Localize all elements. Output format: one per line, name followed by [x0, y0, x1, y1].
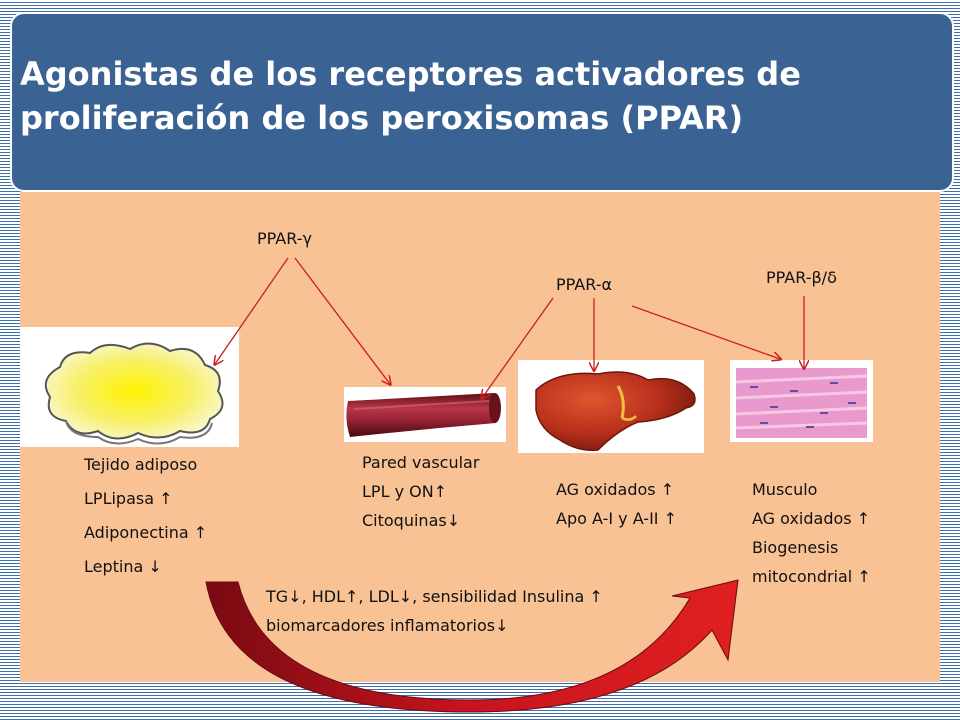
arrow-gamma-to-vascular — [294, 257, 390, 384]
adipose-line-4: Leptina ↓ — [84, 557, 162, 576]
vascular-line-1: Pared vascular — [362, 453, 480, 472]
fat-cloud-icon — [44, 342, 224, 445]
muscle-tissue-icon — [735, 368, 868, 438]
curved-effect-arrow — [205, 579, 739, 713]
liver-image-panel — [518, 360, 704, 453]
muscle-effects: Musculo AG oxidados ↑ Biogenesis mitocon… — [752, 475, 871, 591]
vascular-image-panel — [344, 387, 506, 442]
effects-line-2: biomarcadores inflamatorios↓ — [266, 616, 509, 635]
liver-effects: AG oxidados ↑ Apo A-I y A-II ↑ — [556, 475, 677, 533]
effects-line-1: TG↓, HDL↑, LDL↓, sensibilidad Insulina ↑ — [266, 587, 603, 606]
title-line-2: proliferación de los peroxisomas (PPAR) — [20, 99, 744, 137]
blood-vessel-icon — [346, 393, 501, 437]
muscle-line-4: mitocondrial ↑ — [752, 567, 871, 586]
adipose-image-panel — [20, 327, 239, 447]
adipose-line-3: Adiponectina ↑ — [84, 523, 208, 542]
arrow-alpha-to-muscle — [631, 305, 780, 359]
title-line-1: Agonistas de los receptores activadores … — [20, 55, 801, 93]
liver-line-2: Apo A-I y A-II ↑ — [556, 509, 677, 528]
overall-effects: TG↓, HDL↑, LDL↓, sensibilidad Insulina ↑… — [266, 582, 603, 640]
adipose-line-1: Tejido adiposo — [84, 455, 198, 474]
receptor-label-gamma: PPAR-γ — [257, 229, 312, 248]
liver-icon — [535, 371, 696, 452]
adipose-line-2: LPLipasa ↑ — [84, 489, 173, 508]
vascular-line-2: LPL y ON↑ — [362, 482, 448, 501]
muscle-line-2: AG oxidados ↑ — [752, 509, 871, 528]
page-title: Agonistas de los receptores activadores … — [20, 52, 920, 140]
receptor-label-alpha: PPAR-α — [556, 275, 613, 294]
arrow-gamma-to-adipose — [215, 257, 289, 364]
vascular-line-3: Citoquinas↓ — [362, 511, 461, 530]
arrow-alpha-to-vascular — [482, 297, 554, 398]
liver-line-1: AG oxidados ↑ — [556, 480, 675, 499]
adipose-effects: Tejido adiposo LPLipasa ↑ Adiponectina ↑… — [84, 448, 207, 584]
muscle-line-3: Biogenesis — [752, 538, 839, 557]
title-banner: Agonistas de los receptores activadores … — [10, 12, 954, 192]
muscle-line-1: Musculo — [752, 480, 818, 499]
receptor-label-beta-delta: PPAR-β/δ — [766, 268, 837, 287]
muscle-image-panel — [730, 360, 873, 442]
vascular-effects: Pared vascular LPL y ON↑ Citoquinas↓ — [362, 448, 479, 535]
